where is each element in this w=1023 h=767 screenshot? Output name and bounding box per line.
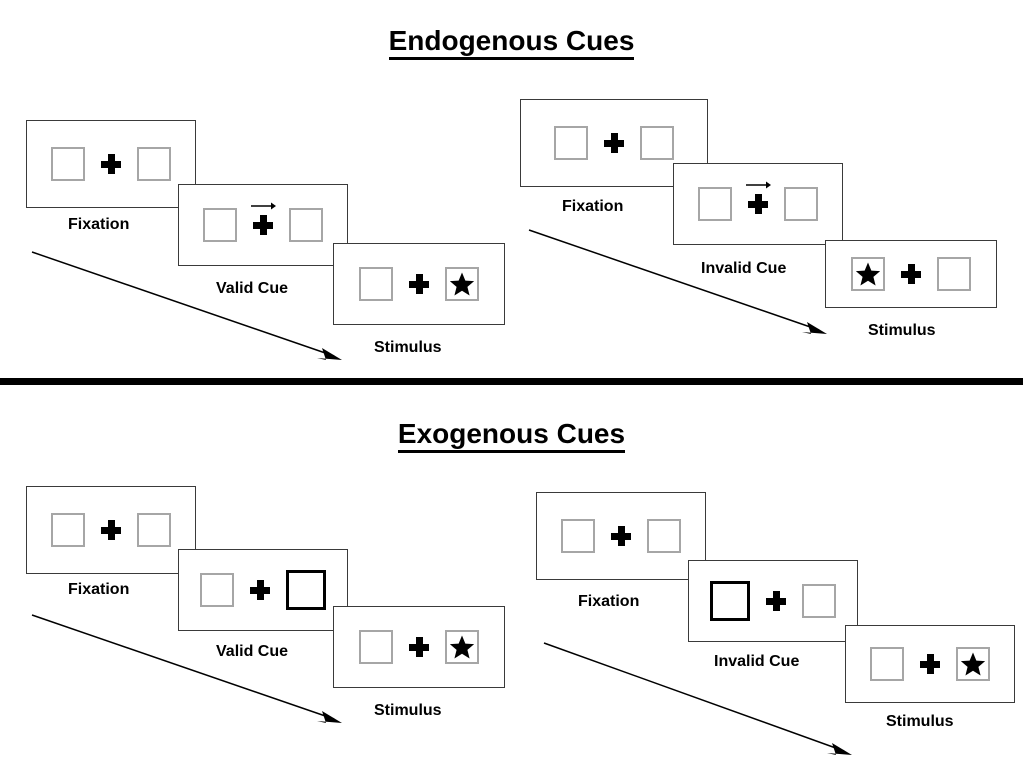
- placeholder-box-right: [137, 513, 171, 547]
- caption-endogenous-valid-stimulus: Stimulus: [374, 339, 442, 356]
- star-icon: [855, 262, 881, 286]
- plus-cross-icon: [611, 526, 631, 546]
- panel-exogenous-valid-fixation: [26, 486, 196, 574]
- placeholder-box-left: [561, 519, 595, 553]
- panel-endogenous-invalid-stimulus: [825, 240, 997, 308]
- arrow-right-icon: [745, 180, 771, 190]
- placeholder-box-left: [203, 208, 237, 242]
- placeholder-box-right: [640, 126, 674, 160]
- placeholder-box-left: [359, 630, 393, 664]
- panel-exogenous-invalid-stimulus: [845, 625, 1015, 703]
- panel-endogenous-valid-cue: [178, 184, 348, 266]
- plus-cross-icon: [604, 133, 624, 153]
- panel-content: [674, 164, 842, 244]
- placeholder-box-right: [289, 208, 323, 242]
- plus-cross-icon: [920, 654, 940, 674]
- panel-endogenous-invalid-cue: [673, 163, 843, 245]
- plus-cross-icon: [766, 591, 786, 611]
- star-icon: [449, 272, 475, 296]
- panel-endogenous-valid-fixation: [26, 120, 196, 208]
- plus-cross-icon: [101, 520, 121, 540]
- caption-endogenous-invalid-cue: Invalid Cue: [701, 260, 787, 277]
- section-title-exogenous: Exogenous Cues: [0, 418, 1023, 453]
- panel-exogenous-invalid-cue: [688, 560, 858, 642]
- star-icon: [449, 635, 475, 659]
- plus-cross-icon: [409, 637, 429, 657]
- section-divider: [0, 378, 1023, 385]
- panel-endogenous-valid-stimulus: [333, 243, 505, 325]
- panel-content: [521, 100, 707, 186]
- panel-content: [179, 185, 347, 265]
- diagonal-arrow-icon-exogenous-invalid: [542, 639, 862, 764]
- target-box-right: [445, 630, 479, 664]
- plus-cross-icon: [101, 154, 121, 174]
- placeholder-box-left: [870, 647, 904, 681]
- target-box-right: [445, 267, 479, 301]
- panel-exogenous-valid-stimulus: [333, 606, 505, 688]
- placeholder-box-left: [359, 267, 393, 301]
- panel-content: [179, 550, 347, 630]
- placeholder-box-left: [51, 147, 85, 181]
- panel-content: [334, 244, 504, 324]
- placeholder-box-left: [698, 187, 732, 221]
- star-icon: [960, 652, 986, 676]
- placeholder-box-left: [51, 513, 85, 547]
- plus-cross-icon: [746, 181, 771, 214]
- plus-cross-icon: [250, 580, 270, 600]
- caption-exogenous-valid-stimulus: Stimulus: [374, 702, 442, 719]
- panel-content: [334, 607, 504, 687]
- plus-cross-icon: [409, 274, 429, 294]
- panel-content: [689, 561, 857, 641]
- caption-exogenous-valid-cue: Valid Cue: [216, 643, 289, 660]
- caption-endogenous-invalid-stimulus: Stimulus: [868, 322, 936, 339]
- panel-endogenous-invalid-fixation: [520, 99, 708, 187]
- placeholder-box-right: [137, 147, 171, 181]
- section-title-endogenous: Endogenous Cues: [0, 25, 1023, 60]
- caption-endogenous-valid-fixation: Fixation: [68, 216, 130, 233]
- caption-exogenous-invalid-fixation: Fixation: [578, 593, 640, 610]
- placeholder-box-left: [200, 573, 234, 607]
- cued-box-right: [286, 570, 326, 610]
- target-box-right: [956, 647, 990, 681]
- placeholder-box-left: [554, 126, 588, 160]
- target-box-left: [851, 257, 885, 291]
- plus-cross-icon: [251, 202, 276, 235]
- caption-endogenous-valid-cue: Valid Cue: [216, 280, 289, 297]
- section-title-exogenous-text: Exogenous Cues: [397, 418, 626, 453]
- caption-exogenous-valid-fixation: Fixation: [68, 581, 130, 598]
- arrow-right-icon: [250, 201, 276, 211]
- plus-cross-icon: [901, 264, 921, 284]
- panel-exogenous-valid-cue: [178, 549, 348, 631]
- panel-exogenous-invalid-fixation: [536, 492, 706, 580]
- caption-exogenous-invalid-stimulus: Stimulus: [886, 713, 954, 730]
- cued-box-left: [710, 581, 750, 621]
- panel-content: [537, 493, 705, 579]
- placeholder-box-right: [937, 257, 971, 291]
- caption-exogenous-invalid-cue: Invalid Cue: [714, 653, 800, 670]
- placeholder-box-right: [784, 187, 818, 221]
- panel-content: [27, 121, 195, 207]
- caption-endogenous-invalid-fixation: Fixation: [562, 198, 624, 215]
- placeholder-box-right: [802, 584, 836, 618]
- section-title-endogenous-text: Endogenous Cues: [388, 25, 635, 60]
- placeholder-box-right: [647, 519, 681, 553]
- panel-content: [826, 241, 996, 307]
- panel-content: [27, 487, 195, 573]
- panel-content: [846, 626, 1014, 702]
